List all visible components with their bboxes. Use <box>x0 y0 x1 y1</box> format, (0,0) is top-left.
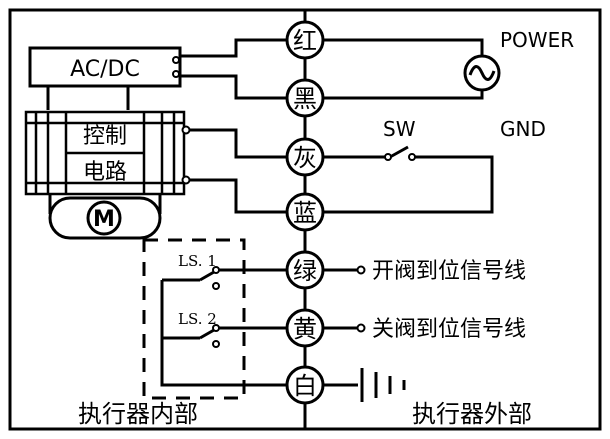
acdc-label: AC/DC <box>70 57 140 82</box>
terminal-green: 绿 <box>285 250 325 290</box>
terminal-column: 红 黑 灰 蓝 绿 黄 白 <box>285 20 325 405</box>
ls2-label: LS. 2 <box>178 310 217 328</box>
close-signal-label: 关阀到位信号线 <box>372 317 526 342</box>
terminal-blue: 蓝 <box>285 192 325 232</box>
terminal-white: 白 <box>285 365 325 405</box>
ground-symbol <box>360 368 406 402</box>
acdc-module: AC/DC <box>28 46 182 88</box>
terminal-blue-label: 蓝 <box>293 199 317 227</box>
terminal-red: 红 <box>285 20 325 60</box>
signal-dots <box>356 265 366 333</box>
motor-label: M <box>93 207 115 232</box>
motor: M <box>48 194 162 240</box>
terminal-green-label: 绿 <box>293 257 317 285</box>
power-label: POWER <box>500 28 574 52</box>
control-pins <box>172 56 191 185</box>
terminal-yellow: 黄 <box>285 308 325 348</box>
signal-leads <box>323 268 358 387</box>
sw-contacts <box>384 153 416 161</box>
terminal-black-label: 黑 <box>293 85 317 113</box>
control-circuit-module <box>24 110 186 196</box>
open-signal-label: 开阀到位信号线 <box>372 259 526 284</box>
terminal-white-label: 白 <box>293 372 317 400</box>
terminal-black: 黑 <box>285 78 325 118</box>
sw-loop <box>323 145 494 214</box>
terminal-gray: 灰 <box>285 137 325 177</box>
terminal-gray-label: 灰 <box>293 144 317 172</box>
sw-label: SW <box>383 117 416 141</box>
limit-switch-enclosure <box>142 238 246 400</box>
circuit-label: 电路 <box>83 160 127 185</box>
gnd-label: GND <box>500 117 546 141</box>
limit-switch-contacts <box>212 266 220 348</box>
control-wires <box>190 128 290 214</box>
limit-switch-wires <box>160 268 287 387</box>
terminal-yellow-label: 黄 <box>293 315 317 343</box>
inside-region-label: 执行器内部 <box>78 400 198 428</box>
outside-region-label: 执行器外部 <box>412 400 532 428</box>
terminal-red-label: 红 <box>293 27 317 55</box>
acdc-wires <box>46 38 290 110</box>
power-source <box>323 38 501 100</box>
control-label: 控制 <box>83 124 127 149</box>
ls1-label: LS. 1 <box>178 252 217 270</box>
